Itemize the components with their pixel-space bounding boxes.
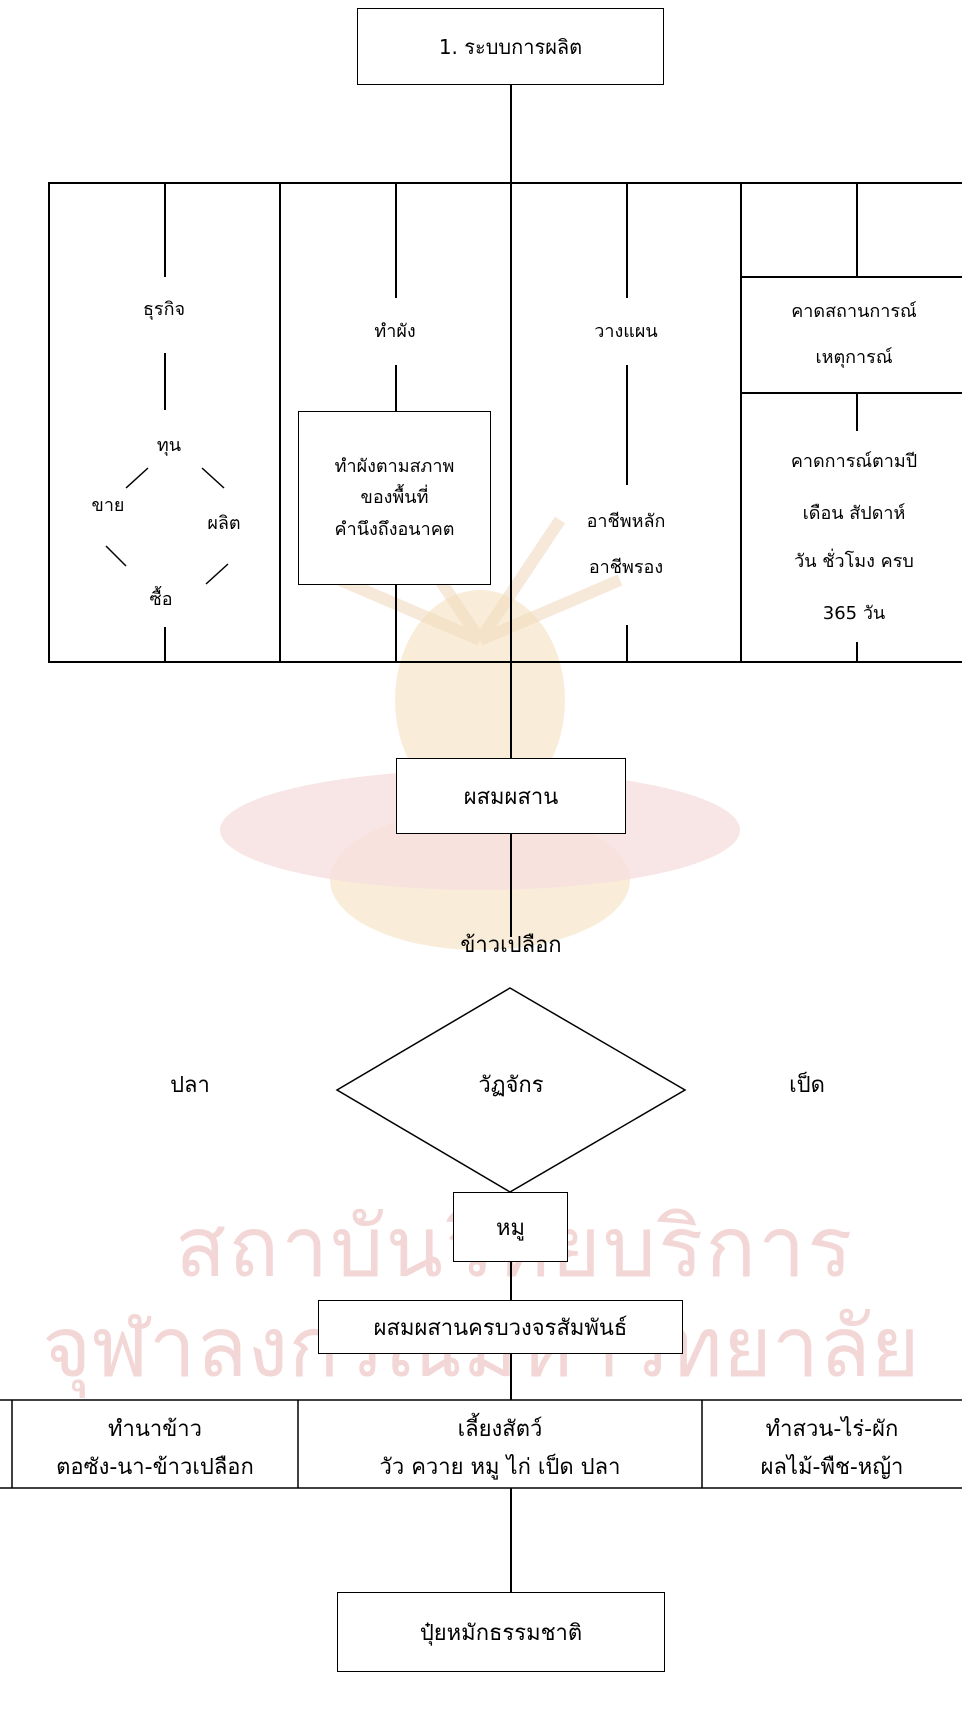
layout-tick-mid xyxy=(395,365,397,413)
layout-detail-line-3: คำนึงถึงอนาคต xyxy=(334,518,455,540)
fertilizer-box: ปุ๋ยหมักธรรมชาติ xyxy=(337,1592,665,1672)
business-cycle-top: ทุน xyxy=(156,435,182,456)
cycle-arrow-top-right xyxy=(201,467,225,489)
full-integration-box: ผสมผสานครบวงจรสัมพันธ์ xyxy=(318,1300,683,1354)
cycle-arrow-bottom-left xyxy=(105,545,127,567)
output-livestock-line-2: วัว ควาย หมู ไก่ เป็ด ปลา xyxy=(379,1455,621,1480)
output-rice-line-1: ทำนาข้าว xyxy=(108,1417,202,1442)
forecast-line-1 xyxy=(740,276,962,278)
integrate-box: ผสมผสาน xyxy=(396,758,626,834)
output-livestock-line-1: เลี้ยงสัตว์ xyxy=(457,1417,543,1442)
spine-line-middle xyxy=(510,183,512,758)
frame-left-line xyxy=(48,182,50,662)
forecast-label-line-2: เหตุการณ์ xyxy=(815,347,893,368)
layout-label: ทำผัง xyxy=(374,321,416,342)
duck-label: เป็ด xyxy=(789,1073,825,1098)
layout-tick-top xyxy=(395,182,397,298)
spine-line-below-full xyxy=(510,1352,512,1400)
forecast-tick-top xyxy=(856,182,858,276)
forecast-label-line-1: คาดสถานการณ์ xyxy=(791,301,917,322)
planning-secondary-occupation: อาชีพรอง xyxy=(588,557,664,578)
spine-line-below-integrate xyxy=(510,832,512,937)
divider-2 xyxy=(740,182,742,662)
frame-top-line xyxy=(48,182,962,184)
output-rice-line-2: ตอซัง-นา-ข้าวเปลือก xyxy=(56,1455,254,1480)
business-cycle-right: ผลิต xyxy=(207,513,241,534)
forecast-detail-line-1: คาดการณ์ตามปี xyxy=(790,451,918,472)
cycle-arrow-top-left xyxy=(125,467,149,489)
layout-detail-line-1: ทำผังตามสภาพ xyxy=(334,455,455,477)
output-garden-line-1: ทำสวน-ไร่-ผัก xyxy=(765,1417,899,1442)
forecast-detail-line-3: วัน ชั่วโมง ครบ xyxy=(794,551,914,572)
spine-line-top xyxy=(510,83,512,183)
output-garden-line-2: ผลไม้-พืช-หญ้า xyxy=(760,1455,904,1480)
divider-1 xyxy=(279,182,281,662)
business-cycle-bottom: ซื้อ xyxy=(149,589,173,610)
forecast-tick-mid xyxy=(856,393,858,431)
layout-detail-box: ทำผังตามสภาพ ของพื้นที่ คำนึงถึงอนาคต xyxy=(298,411,491,585)
business-tick-bottom xyxy=(164,627,166,662)
business-label: ธุรกิจ xyxy=(142,299,186,320)
title-box: 1. ระบบการผลิต xyxy=(357,8,664,85)
cycle-arrow-bottom-right xyxy=(205,563,229,585)
pig-box: หมู xyxy=(453,1192,568,1262)
business-tick-mid xyxy=(164,353,166,410)
spine-line-below-pig xyxy=(510,1260,512,1300)
planning-tick-bottom xyxy=(626,625,628,662)
forecast-detail-line-4: 365 วัน xyxy=(822,603,886,624)
forecast-tick-bottom xyxy=(856,642,858,662)
planning-main-occupation: อาชีพหลัก xyxy=(586,511,666,532)
planning-tick-top xyxy=(626,182,628,298)
layout-detail-line-2: ของพื้นที่ xyxy=(360,487,429,509)
layout-tick-bottom xyxy=(395,585,397,662)
forecast-detail-line-2: เดือน สัปดาห์ xyxy=(802,503,906,524)
cycle-diamond-label: วัฏจักร xyxy=(478,1073,544,1098)
paddy-label: ข้าวเปลือก xyxy=(460,933,562,958)
planning-tick-mid xyxy=(626,365,628,485)
planning-label: วางแผน xyxy=(594,321,658,342)
spine-line-to-fertilizer xyxy=(510,1488,512,1592)
fish-label: ปลา xyxy=(170,1073,210,1098)
business-cycle-left: ขาย xyxy=(91,495,125,516)
frame-bottom-line xyxy=(48,661,962,663)
business-tick-top xyxy=(164,182,166,277)
forecast-line-2 xyxy=(740,392,962,394)
